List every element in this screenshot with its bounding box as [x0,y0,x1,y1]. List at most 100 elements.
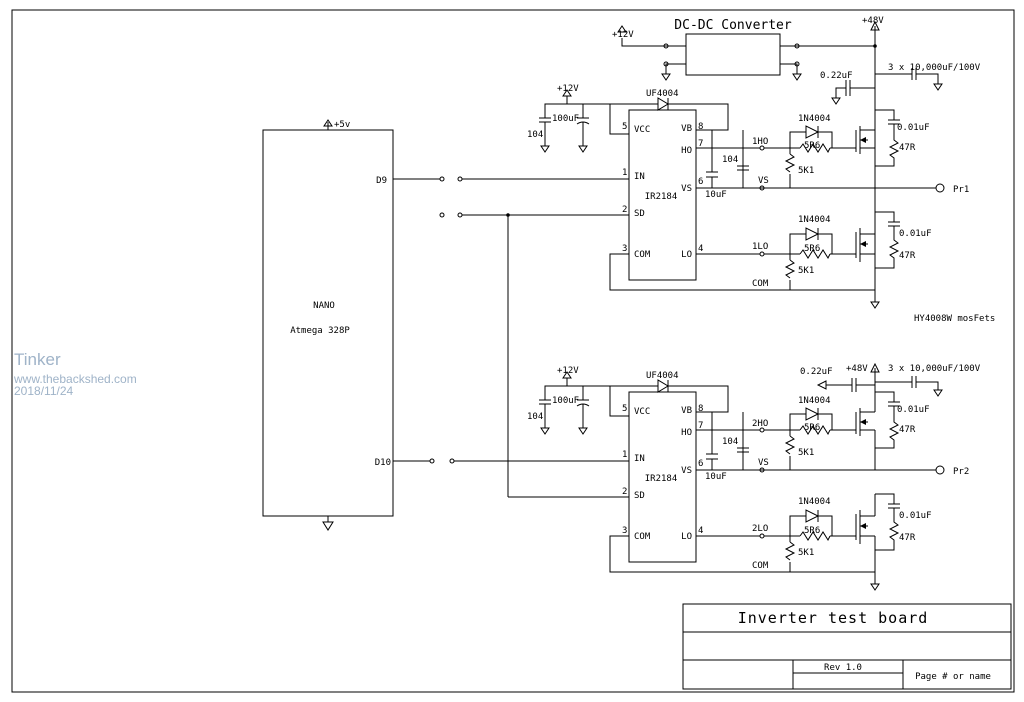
gate-diode-low-label: 1N4004 [798,215,831,225]
mosfets-note: HY4008W mosFets [914,314,995,324]
ho-net-label: 1HO [752,137,768,147]
mosfet-arrow [860,419,866,425]
gate-resistor-low-label: 5R6 [804,244,820,254]
watermark-date: 2018/11/24 [14,384,74,398]
pin-vs-label: VS [681,466,692,476]
bootstrap-cer-label: 104 [722,437,738,447]
stage2-bulk-caps-label: 3 x 10,000uF/100V [888,364,981,374]
lo-node [759,251,765,257]
output-terminal [935,183,945,193]
pin-com-label: COM [634,250,651,260]
pin-4-number: 4 [698,526,703,536]
com-net-label: COM [752,279,769,289]
mosfet-low-arrow [860,523,866,529]
signal-wiring [393,176,629,498]
pin-sd-label: SD [634,209,645,219]
sheet-border [11,9,1015,693]
driver-rail-label: +12V [557,366,579,376]
stage2-decoupling-label: 0.22uF [800,367,833,377]
snubber-res-label: 47R [899,425,916,435]
gate-resistor-low-label: 5R6 [804,526,820,536]
title-block: Inverter test board Rev 1.0 Page # or na… [682,603,1012,690]
gate-diode-low-label: 1N4004 [798,497,831,507]
bootstrap-elec-label: 10uF [705,190,727,200]
bulk-caps-label: 3 x 10,000uF/100V [888,63,981,73]
vs-net-label: VS [758,458,769,468]
board-title: Inverter test board [738,609,929,627]
pin-vcc-label: VCC [634,125,650,135]
mosfet-low-arrow [860,241,866,247]
gate-diode-low [805,509,820,523]
decoupling-cer-label: 104 [527,130,543,140]
pin-6-number: 6 [698,177,703,187]
decoupling-elec-label: 100uF [552,396,579,406]
pin-7-number: 7 [698,421,703,431]
decoupling-cap-label: 0.22uF [820,71,853,81]
pin-vb-label: VB [681,406,692,416]
ho-net-label: 2HO [752,419,768,429]
pin-8-number: 8 [698,122,703,132]
driver-ic [628,391,697,563]
vs-net-label: VS [758,176,769,186]
gate-diode [805,407,820,421]
snubber-cap-label: 0.01uF [897,123,930,133]
output-label: Pr2 [953,467,969,477]
mosfet-arrow [860,137,866,143]
pin-vs-label: VS [681,184,692,194]
bootstrap-elec-label: 10uF [705,472,727,482]
nano-module: +5v NANO Atmega 328P D9 D10 [262,119,394,531]
pin-5-number: 5 [622,404,627,414]
nano-supply-label: +5v [334,120,350,130]
driver-rail-label: +12V [557,84,579,94]
pin-vcc-label: VCC [634,407,650,417]
converter-in-rail: +12V [612,30,634,40]
snubber-low-res-label: 47R [899,533,916,543]
pin-6-number: 6 [698,459,703,469]
gate-diode [805,125,820,139]
pulldown-low-label: 5K1 [798,266,814,276]
bootstrap-diode-label: UF4004 [646,89,679,99]
dc-dc-converter: DC-DC Converter +12V +48V 3 x 10,000uF/1… [612,16,981,300]
pin-d10-label: D10 [375,458,391,468]
gate-diode-low [805,227,820,241]
pulldown-low-label: 5K1 [798,548,814,558]
output-terminal [935,465,945,475]
pin-2-number: 2 [622,487,627,497]
pin-1-number: 1 [622,450,627,460]
pin-in-label: IN [634,454,645,464]
snubber-low-cap-label: 0.01uF [899,511,932,521]
pin-ho-label: HO [681,428,692,438]
driver-stage-1: IR2184VCCINSDCOMVBHOVSLO51238764UF4004+1… [527,84,969,309]
pin-1-number: 1 [622,168,627,178]
driver-label: IR2184 [645,474,678,484]
bootstrap-diode [657,97,669,111]
pin-in-label: IN [634,172,645,182]
nano-name: NANO [313,301,335,311]
converter-title: DC-DC Converter [674,18,792,33]
pin-d9-label: D9 [376,176,387,186]
driver-ic [628,109,697,281]
pin-lo-label: LO [681,532,692,542]
gate-resistor-label: 5R6 [804,423,820,433]
decoupling-elec-label: 100uF [552,114,579,124]
gate-diode-label: 1N4004 [798,114,831,124]
page-label: Page # or name [915,672,991,682]
vs-node [759,185,765,191]
pulldown-label: 5K1 [798,166,814,176]
pin-com-label: COM [634,532,651,542]
vs-node [759,467,765,473]
gate-resistor-label: 5R6 [804,141,820,151]
bootstrap-cer-label: 104 [722,155,738,165]
pin-3-number: 3 [622,244,627,254]
bootstrap-diode-label: UF4004 [646,371,679,381]
pin-ho-label: HO [681,146,692,156]
pin-8-number: 8 [698,404,703,414]
decoupling-cer-label: 104 [527,412,543,422]
snubber-low-cap-label: 0.01uF [899,229,932,239]
snubber-low-res-label: 47R [899,251,916,261]
snubber-res-label: 47R [899,143,916,153]
converter-out-rail: +48V [862,16,884,26]
pin-lo-label: LO [681,250,692,260]
lo-node [759,533,765,539]
